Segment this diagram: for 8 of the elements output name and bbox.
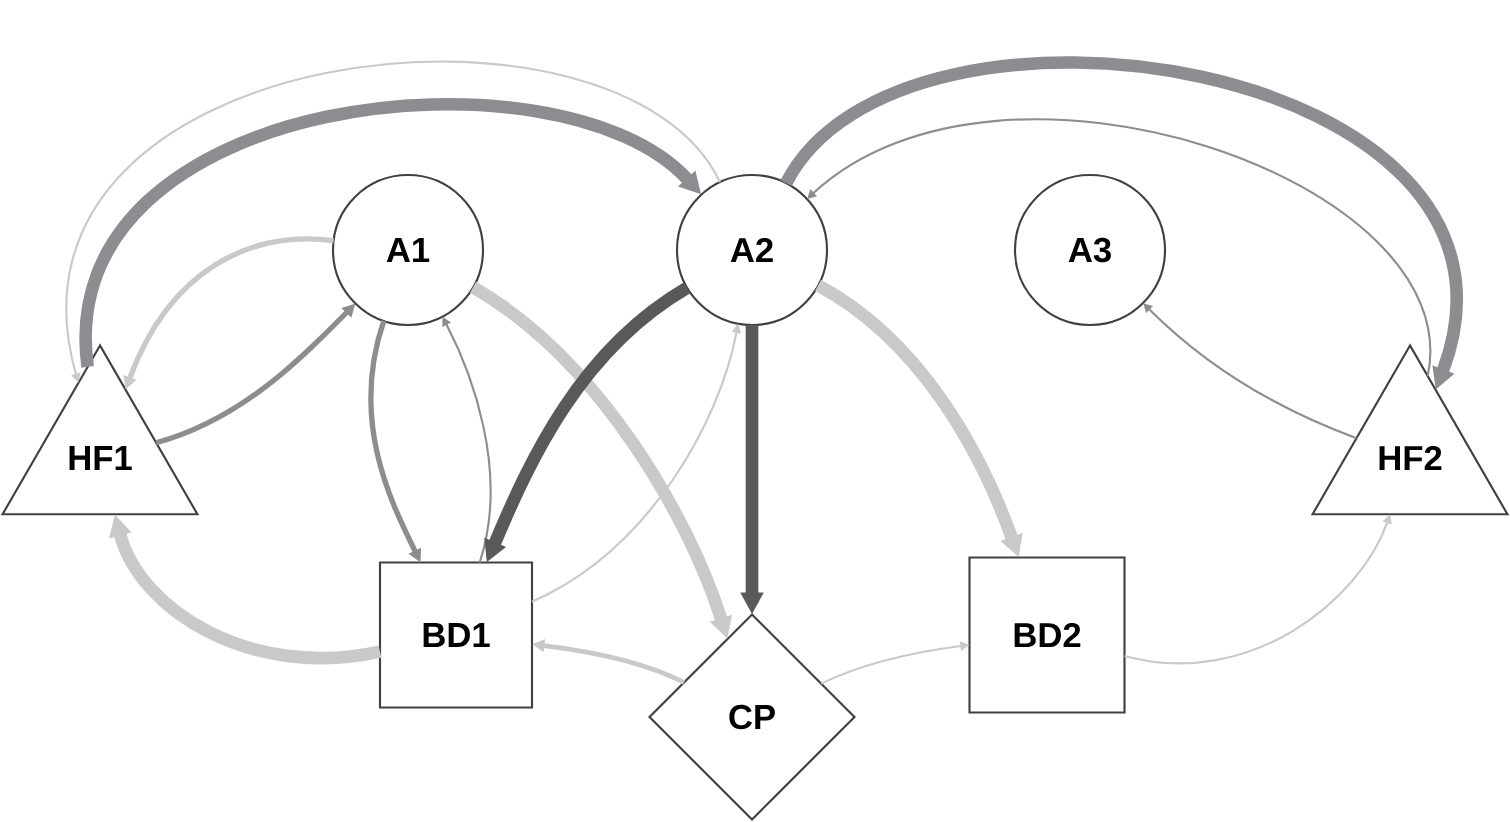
circle-node: A3 [1013,173,1167,327]
square-node: BD2 [968,556,1126,714]
arrow [807,119,1430,377]
square-node: BD1 [378,561,534,709]
diamond-node: CP [648,613,856,821]
circle-node: A1 [331,173,485,327]
arrow [1143,303,1357,440]
circle-node: A2 [675,173,829,327]
